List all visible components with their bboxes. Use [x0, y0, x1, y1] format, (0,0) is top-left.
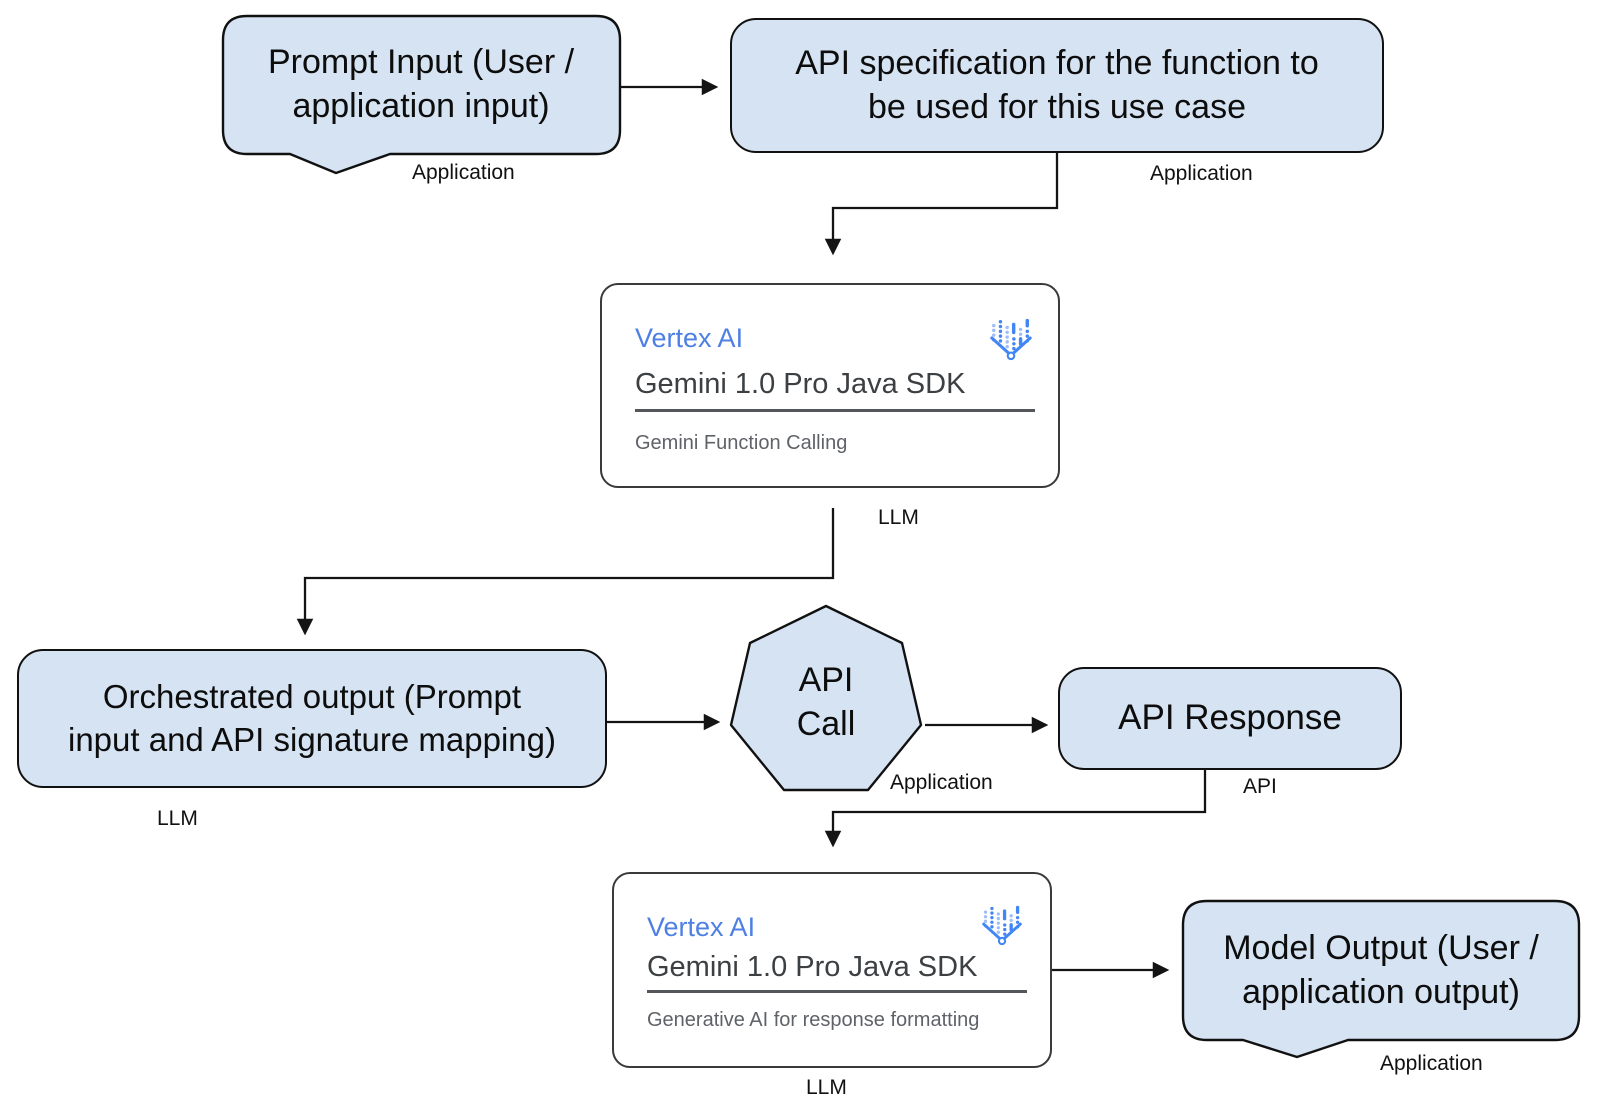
connector-apiresponse-to-llm2	[824, 770, 1207, 848]
node-prompt-input-shape	[221, 14, 622, 175]
card-divider	[635, 409, 1035, 412]
sdk-name: Gemini 1.0 Pro Java SDK	[635, 368, 966, 400]
tag-llm: LLM	[878, 506, 919, 529]
connector-apispec-to-llm1	[824, 153, 1059, 256]
card-feature-label: Generative AI for response formatting	[647, 1009, 980, 1031]
vertex-ai-product-name: Vertex AI	[647, 912, 756, 942]
tag-api: API	[1243, 775, 1277, 798]
node-api-call: API Call	[796, 661, 856, 743]
card-feature-label: Gemini Function Calling	[635, 432, 848, 454]
vertex-ai-icon	[990, 318, 1032, 361]
card-llm-response-formatting: Vertex AI Gemini 1.0 Pro Java SDK Genera…	[612, 872, 1052, 1068]
node-api-spec: API specification for the function to be…	[730, 18, 1384, 153]
card-llm-function-calling: Vertex AI Gemini 1.0 Pro Java SDK Gemini…	[600, 283, 1060, 488]
card-divider	[647, 990, 1027, 993]
node-prompt-input: Prompt Input (User / application input)	[267, 43, 575, 125]
node-model-output-shape	[1181, 899, 1581, 1059]
tag-application: Application	[1380, 1052, 1483, 1075]
node-model-output: Model Output (User / application output)	[1223, 928, 1539, 1011]
node-orchestrated-output: Orchestrated output (Prompt input and AP…	[17, 649, 607, 788]
tag-application: Application	[890, 771, 993, 794]
node-api-response: API Response	[1058, 667, 1402, 770]
sdk-name: Gemini 1.0 Pro Java SDK	[647, 951, 978, 983]
tag-llm: LLM	[157, 807, 198, 830]
tag-llm: LLM	[806, 1076, 847, 1099]
node-api-call-shape	[729, 604, 923, 792]
tag-application: Application	[412, 161, 515, 184]
tag-application: Application	[1150, 162, 1253, 185]
vertex-ai-product-name: Vertex AI	[635, 323, 744, 353]
connector-llm1-to-orchestrated	[296, 508, 835, 636]
vertex-ai-icon	[982, 905, 1022, 946]
